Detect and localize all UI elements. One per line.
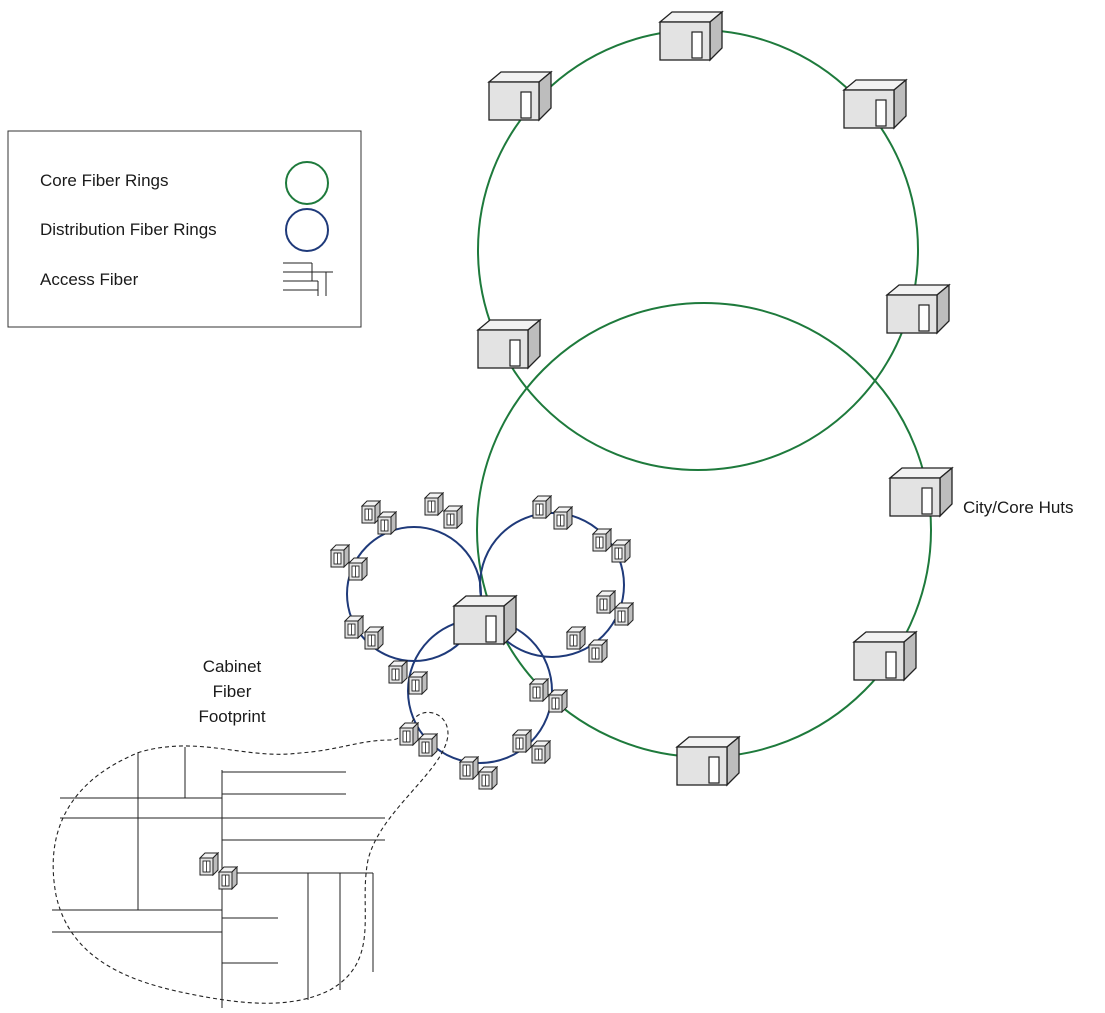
legend-label-distribution: Distribution Fiber Rings [40, 220, 217, 239]
core-hut [659, 11, 723, 61]
cabinet [592, 528, 612, 552]
cabinet [566, 626, 586, 650]
cabinet [512, 729, 532, 753]
cabinet [330, 544, 350, 568]
core-hut [843, 79, 907, 129]
cabinet [399, 722, 419, 746]
cabinet-label-line1: Cabinet [203, 657, 262, 676]
core-ring-icon [285, 161, 329, 205]
core-hut [676, 736, 740, 786]
access-fiber-lines [52, 747, 385, 1008]
legend: Core Fiber Rings Distribution Fiber Ring… [7, 130, 362, 328]
distribution-ring-icon [285, 208, 329, 252]
core-hut [889, 467, 953, 517]
cabinet [614, 602, 634, 626]
core-hut-hub [453, 595, 517, 645]
access-fiber-icon [283, 262, 333, 296]
cabinet [548, 689, 568, 713]
cabinet [478, 766, 498, 790]
cabinet [218, 866, 238, 890]
core-hut [853, 631, 917, 681]
cabinet [364, 626, 384, 650]
cabinet [388, 660, 408, 684]
core-hut [886, 284, 950, 334]
cabinet [443, 505, 463, 529]
distribution-cabinets [199, 492, 634, 890]
cabinet [588, 639, 608, 663]
core-hut [477, 319, 541, 369]
legend-box [7, 130, 362, 328]
legend-label-access: Access Fiber [40, 270, 139, 289]
cabinet-label-line2: Fiber [213, 682, 252, 701]
cabinet [529, 678, 549, 702]
distribution-ring-right [479, 512, 625, 658]
cabinet [377, 511, 397, 535]
cabinet [596, 590, 616, 614]
core-huts [453, 11, 953, 786]
cabinet [531, 740, 551, 764]
cabinet-label-line3: Footprint [198, 707, 265, 726]
cabinet [344, 615, 364, 639]
cabinet [424, 492, 444, 516]
cabinet [459, 756, 479, 780]
cabinet [348, 557, 368, 581]
cabinet [418, 733, 438, 757]
cabinet [532, 495, 552, 519]
cabinet-footprint-outline [52, 711, 449, 1004]
legend-label-core: Core Fiber Rings [40, 171, 169, 190]
cabinet [199, 852, 219, 876]
cabinet [611, 539, 631, 563]
core-hut [488, 71, 552, 121]
cabinet [553, 506, 573, 530]
cabinet [408, 671, 428, 695]
core-huts-label: City/Core Huts [963, 498, 1074, 517]
cabinet [361, 500, 381, 524]
